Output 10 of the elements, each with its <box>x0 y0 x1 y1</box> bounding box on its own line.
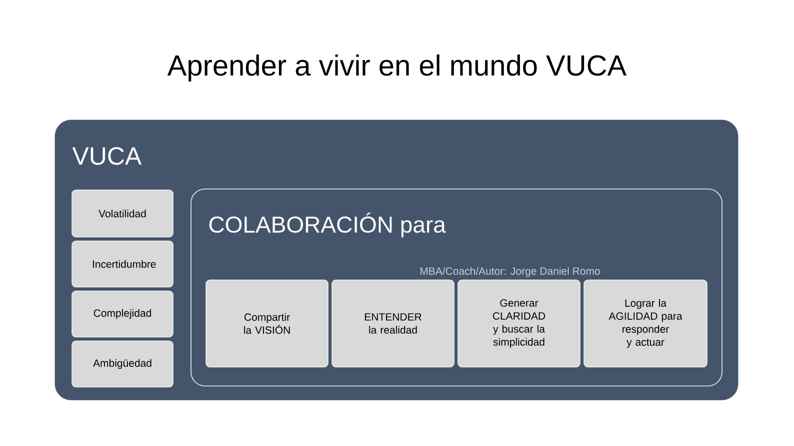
text-box: Lograr la AGILIDAD para responder y actuar <box>584 280 708 368</box>
text-box: Complejidad <box>72 290 174 338</box>
title: Aprender a vivir en el mundo VUCA <box>167 54 627 82</box>
text-box: Compartir la VISIÓN <box>206 280 328 368</box>
author-note: MBA/Coach/Autor: Jorge Daniel Romo <box>420 267 600 277</box>
text-box: Volatilidad <box>72 190 174 238</box>
text-box: Incertidumbre <box>72 240 174 288</box>
text-box: ENTENDER la realidad <box>332 280 454 368</box>
text-box: Ambigüedad <box>72 340 174 388</box>
text-box: Generar CLARIDAD y buscar la simplicidad <box>458 280 580 368</box>
